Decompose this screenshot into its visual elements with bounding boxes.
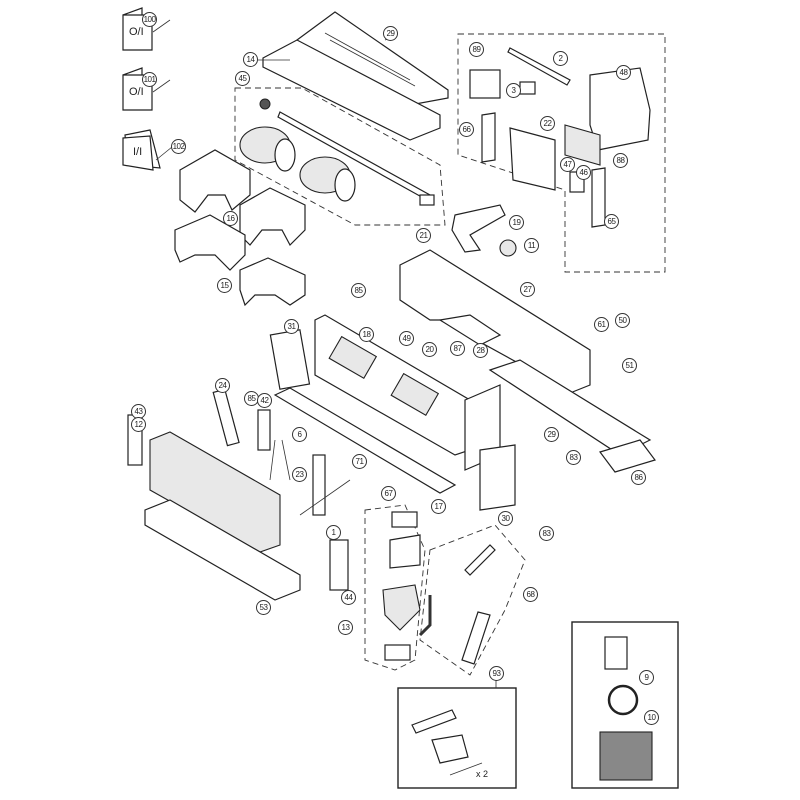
callout: 11: [524, 238, 539, 253]
callout: 23: [292, 467, 307, 482]
callout: 42: [257, 393, 272, 408]
callout: 87: [450, 341, 465, 356]
callout: 24: [215, 378, 230, 393]
drain-hose: [418, 544, 496, 665]
installation-kit-items: [599, 636, 653, 781]
callout: 18: [359, 327, 374, 342]
callout: 68: [523, 587, 538, 602]
callout: 22: [540, 116, 555, 131]
callout: 44: [341, 590, 356, 605]
callout: 20: [422, 342, 437, 357]
callout: 50: [615, 313, 630, 328]
accessory-kit-items: [411, 709, 483, 776]
callout: 85: [351, 283, 366, 298]
callout: 83: [566, 450, 581, 465]
callout: 12: [131, 417, 146, 432]
callout: 17: [431, 499, 446, 514]
quantity-label: x 2: [476, 769, 489, 779]
callout: 46: [576, 165, 591, 180]
booklet-label: O/I: [129, 26, 144, 38]
fan-assembly-outline: [234, 87, 446, 226]
callout: 1: [326, 525, 341, 540]
callout: 61: [594, 317, 609, 332]
callout: 45: [235, 71, 250, 86]
callout: 28: [473, 343, 488, 358]
callout: 31: [284, 319, 299, 334]
callout: 14: [243, 52, 258, 67]
callout: 88: [613, 153, 628, 168]
callout: 13: [338, 620, 353, 635]
heat-exchanger-coil: [127, 388, 351, 601]
callout: 29: [544, 427, 559, 442]
callout: 16: [223, 211, 238, 226]
motor-bracket: [451, 204, 517, 257]
callout: 86: [631, 470, 646, 485]
callout: 2: [553, 51, 568, 66]
callout: 10: [644, 710, 659, 725]
callout: 66: [459, 122, 474, 137]
fan-assembly: [239, 98, 435, 206]
control-box-outline: [457, 33, 666, 273]
control-box: [469, 47, 651, 228]
booklet-label: O/I: [129, 86, 144, 98]
callout: 27: [520, 282, 535, 297]
callout: 6: [292, 427, 307, 442]
callout: 3: [506, 83, 521, 98]
callout: 48: [616, 65, 631, 80]
callout: 65: [604, 214, 619, 229]
callout: 30: [498, 511, 513, 526]
fan-casings: [174, 149, 306, 307]
callout: 53: [256, 600, 271, 615]
callout: 29: [383, 26, 398, 41]
callout: 83: [539, 526, 554, 541]
callout: 51: [622, 358, 637, 373]
callout: 47: [560, 157, 575, 172]
callout: 49: [399, 331, 414, 346]
callout: 71: [352, 454, 367, 469]
callout: 89: [469, 42, 484, 57]
chassis: [269, 249, 656, 511]
callout: 100: [142, 12, 157, 27]
callout: 102: [171, 139, 186, 154]
callout: 101: [142, 72, 157, 87]
drain-pump-outline: [364, 504, 426, 671]
callout: 9: [639, 670, 654, 685]
booklet-label: I/I: [133, 146, 143, 158]
callout: 15: [217, 278, 232, 293]
callout: 19: [509, 215, 524, 230]
drain-pump: [382, 511, 421, 661]
drain-hose-outline: [419, 524, 526, 676]
callout: 21: [416, 228, 431, 243]
callout: 67: [381, 486, 396, 501]
callout: 93: [489, 666, 504, 681]
